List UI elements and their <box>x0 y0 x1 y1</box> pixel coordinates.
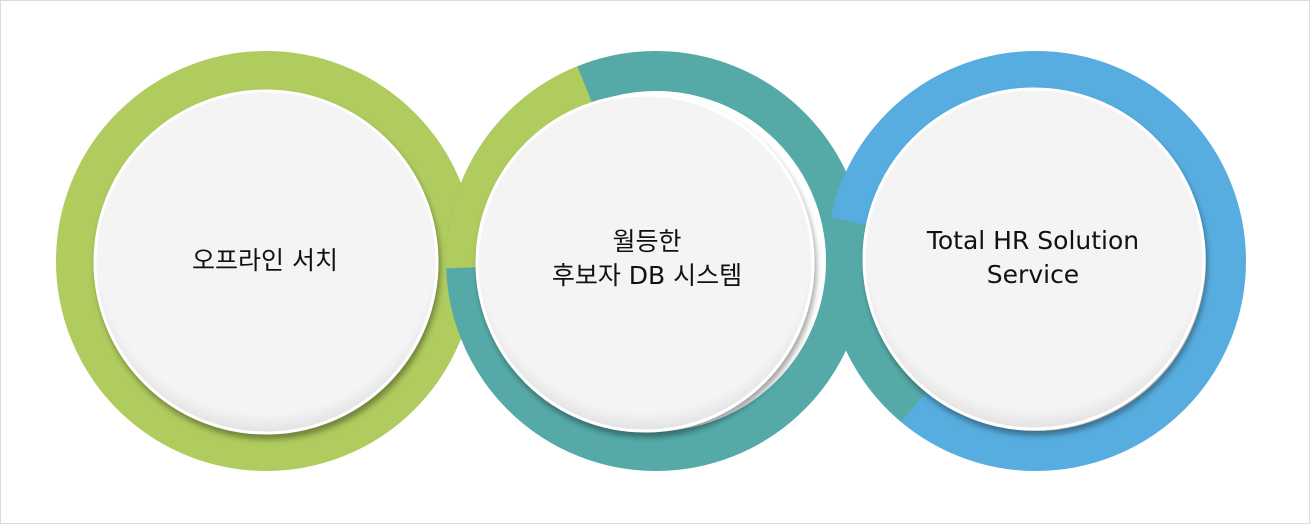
ring-overlap-segment <box>826 217 928 422</box>
circle-label-offline-search: 오프라인 서치 <box>115 244 415 278</box>
label-line: 오프라인 서치 <box>192 246 338 275</box>
inner-circle-db <box>475 93 815 433</box>
circle-label-db-system: 월등한 후보자 DB 시스템 <box>497 225 797 293</box>
ring-overlap-segment <box>446 66 593 269</box>
label-line: Service <box>986 260 1080 289</box>
inner-circle-offline <box>93 89 439 435</box>
label-line: Total HR Solution <box>926 226 1140 255</box>
label-line: 월등한 <box>612 227 682 256</box>
inner-circle-hr <box>862 87 1206 431</box>
label-line: 후보자 DB 시스템 <box>551 261 743 290</box>
circle-label-total-hr: Total HR Solution Service <box>883 224 1183 292</box>
